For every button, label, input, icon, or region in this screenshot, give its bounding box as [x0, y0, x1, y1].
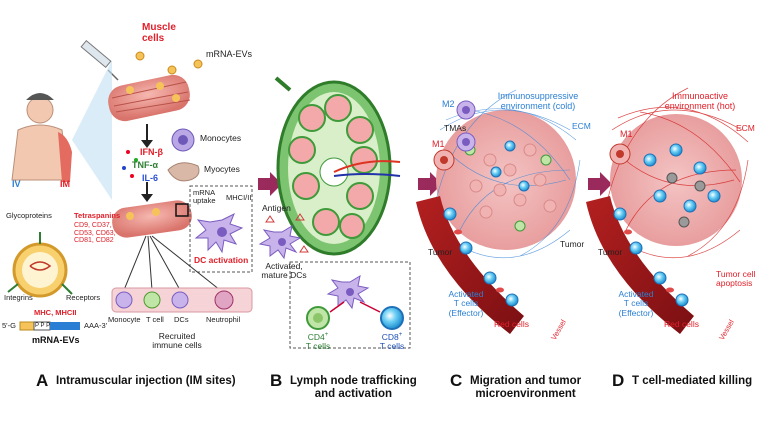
arrow-head	[141, 194, 153, 202]
cytokine-dots	[122, 150, 138, 178]
arrow-right-icon	[258, 172, 282, 196]
zoom-wedge	[72, 60, 112, 200]
label-tetraspanins-list: CD9, CD37, CD53, CD63, CD81, CD82	[74, 222, 116, 245]
arrow-right-icon	[588, 172, 612, 196]
myocyte-icon	[167, 162, 200, 182]
caption-letter-a: A	[36, 371, 49, 390]
caption-c: Migration and tumor microenvironment	[470, 375, 582, 400]
label-env-hot: Immunoactive environment (hot)	[664, 91, 736, 111]
label-glycoproteins: Glycoproteins	[6, 211, 52, 220]
label-integrins: Integrins	[4, 293, 33, 302]
label-activated-d: Activated T cells (Effector)	[618, 289, 654, 318]
label-cell-dcs: DCs	[174, 315, 189, 324]
label-activated-c: Activated T cells (Effector)	[448, 289, 484, 318]
label-monocytes: Monocytes	[200, 133, 242, 143]
m2-macrophage-icon	[456, 100, 476, 120]
antigen-triangles	[265, 213, 309, 253]
label-m2: M2	[442, 99, 455, 109]
label-tnf: TNF-α	[132, 160, 159, 170]
label-muscle-cells: Muscle cells	[142, 22, 176, 44]
caption-b: Lymph node trafficking and activation	[290, 375, 417, 400]
caption-letter-b: B	[270, 371, 283, 390]
blood-vessel-d	[586, 196, 694, 334]
label-mrna-cap: P P P	[35, 323, 51, 329]
syringe-icon	[80, 39, 119, 81]
activated-tcells-c	[490, 140, 530, 192]
monocyte-icon	[171, 128, 195, 152]
dendritic-cell-icon	[194, 212, 244, 254]
tcell-inset	[289, 261, 411, 349]
label-cd4: CD4+T cells	[305, 331, 331, 352]
label-antigen: Antigen	[262, 203, 291, 213]
caption-d: T cell-mediated killing	[632, 375, 753, 387]
m1-macrophage-d-icon	[609, 143, 631, 165]
label-mrna-5prime: 5'-G	[2, 321, 16, 330]
interaction-line	[329, 301, 345, 313]
human-figure	[11, 93, 72, 182]
arrow-head	[141, 140, 153, 148]
extracellular-vesicle	[7, 232, 73, 298]
muscle-bundle-bottom	[112, 200, 192, 238]
label-red-cells-d: Red cells	[664, 319, 699, 329]
label-m1-d: M1	[620, 129, 633, 139]
label-ecm-c: ECM	[572, 121, 591, 131]
label-cell-monocyte: Monocyte	[108, 315, 141, 324]
label-activated-dcs: Activated, mature DCs	[261, 261, 307, 281]
cd8-tcell-icon	[380, 306, 404, 330]
blood-vessel-c	[416, 196, 524, 334]
recruited-cells	[115, 290, 234, 310]
label-mrna-evs-bottom: mRNA-EVs	[32, 335, 80, 345]
label-receptors: Receptors	[66, 293, 101, 302]
label-mhc: MHC, MHCII	[34, 308, 77, 317]
label-red-cells-c: Red cells	[494, 319, 529, 329]
label-mrna-3prime: AAA-3'	[84, 321, 108, 330]
tma-icon	[456, 132, 476, 152]
label-cell-tcell: T cell	[146, 315, 164, 324]
label-tumor-d: Tumor	[598, 247, 623, 257]
muscle-bundle-top	[108, 74, 191, 122]
label-cd8: CD8+T cells	[379, 331, 405, 352]
label-mhc-top: MHCI/II	[226, 193, 252, 202]
cd4-tcell-icon	[306, 306, 330, 330]
m1-macrophage-icon	[433, 149, 455, 171]
label-m1-c: M1	[432, 139, 445, 149]
recruitment-lines	[123, 235, 221, 291]
label-tumor-left: Tumor	[428, 247, 453, 257]
label-myocytes: Myocytes	[204, 164, 240, 174]
label-il6: IL-6	[142, 173, 159, 183]
label-im: IM	[60, 179, 70, 189]
mature-dc-icon	[258, 224, 302, 260]
label-cell-neutrophil: Neutrophil	[206, 315, 241, 324]
lymph-node	[270, 76, 401, 256]
label-mrna-evs-top: mRNA-EVs	[206, 49, 253, 59]
interaction-line	[359, 301, 381, 313]
label-tmas: TMAs	[444, 123, 467, 133]
caption-a: Intramuscular injection (IM sites)	[56, 375, 236, 387]
caption-letter-d: D	[612, 371, 625, 390]
label-recruited: Recruited immune cells	[152, 331, 202, 351]
inset-dc-icon	[326, 274, 370, 310]
dc-inset	[189, 185, 253, 273]
mrna-construct	[19, 321, 80, 331]
label-apoptosis: Tumor cell apoptosis	[716, 269, 756, 289]
arrow-right-icon	[418, 172, 442, 196]
label-env-cold: Immunosuppressive environment (cold)	[497, 91, 579, 111]
label-tumor-right: Tumor	[560, 239, 585, 249]
label-ecm-d: ECM	[736, 123, 755, 133]
ev-dots	[135, 51, 203, 75]
label-ifn: IFN-β	[140, 147, 163, 157]
caption-letter-c: C	[450, 371, 463, 390]
label-dc-activation: DC activation	[194, 255, 249, 265]
label-iv: IV	[12, 179, 21, 189]
tumor-mass-hot	[607, 87, 749, 259]
label-mrna-uptake: mRNA uptake	[193, 188, 216, 206]
label-tetraspanins-title: Tetraspanins	[74, 211, 121, 220]
